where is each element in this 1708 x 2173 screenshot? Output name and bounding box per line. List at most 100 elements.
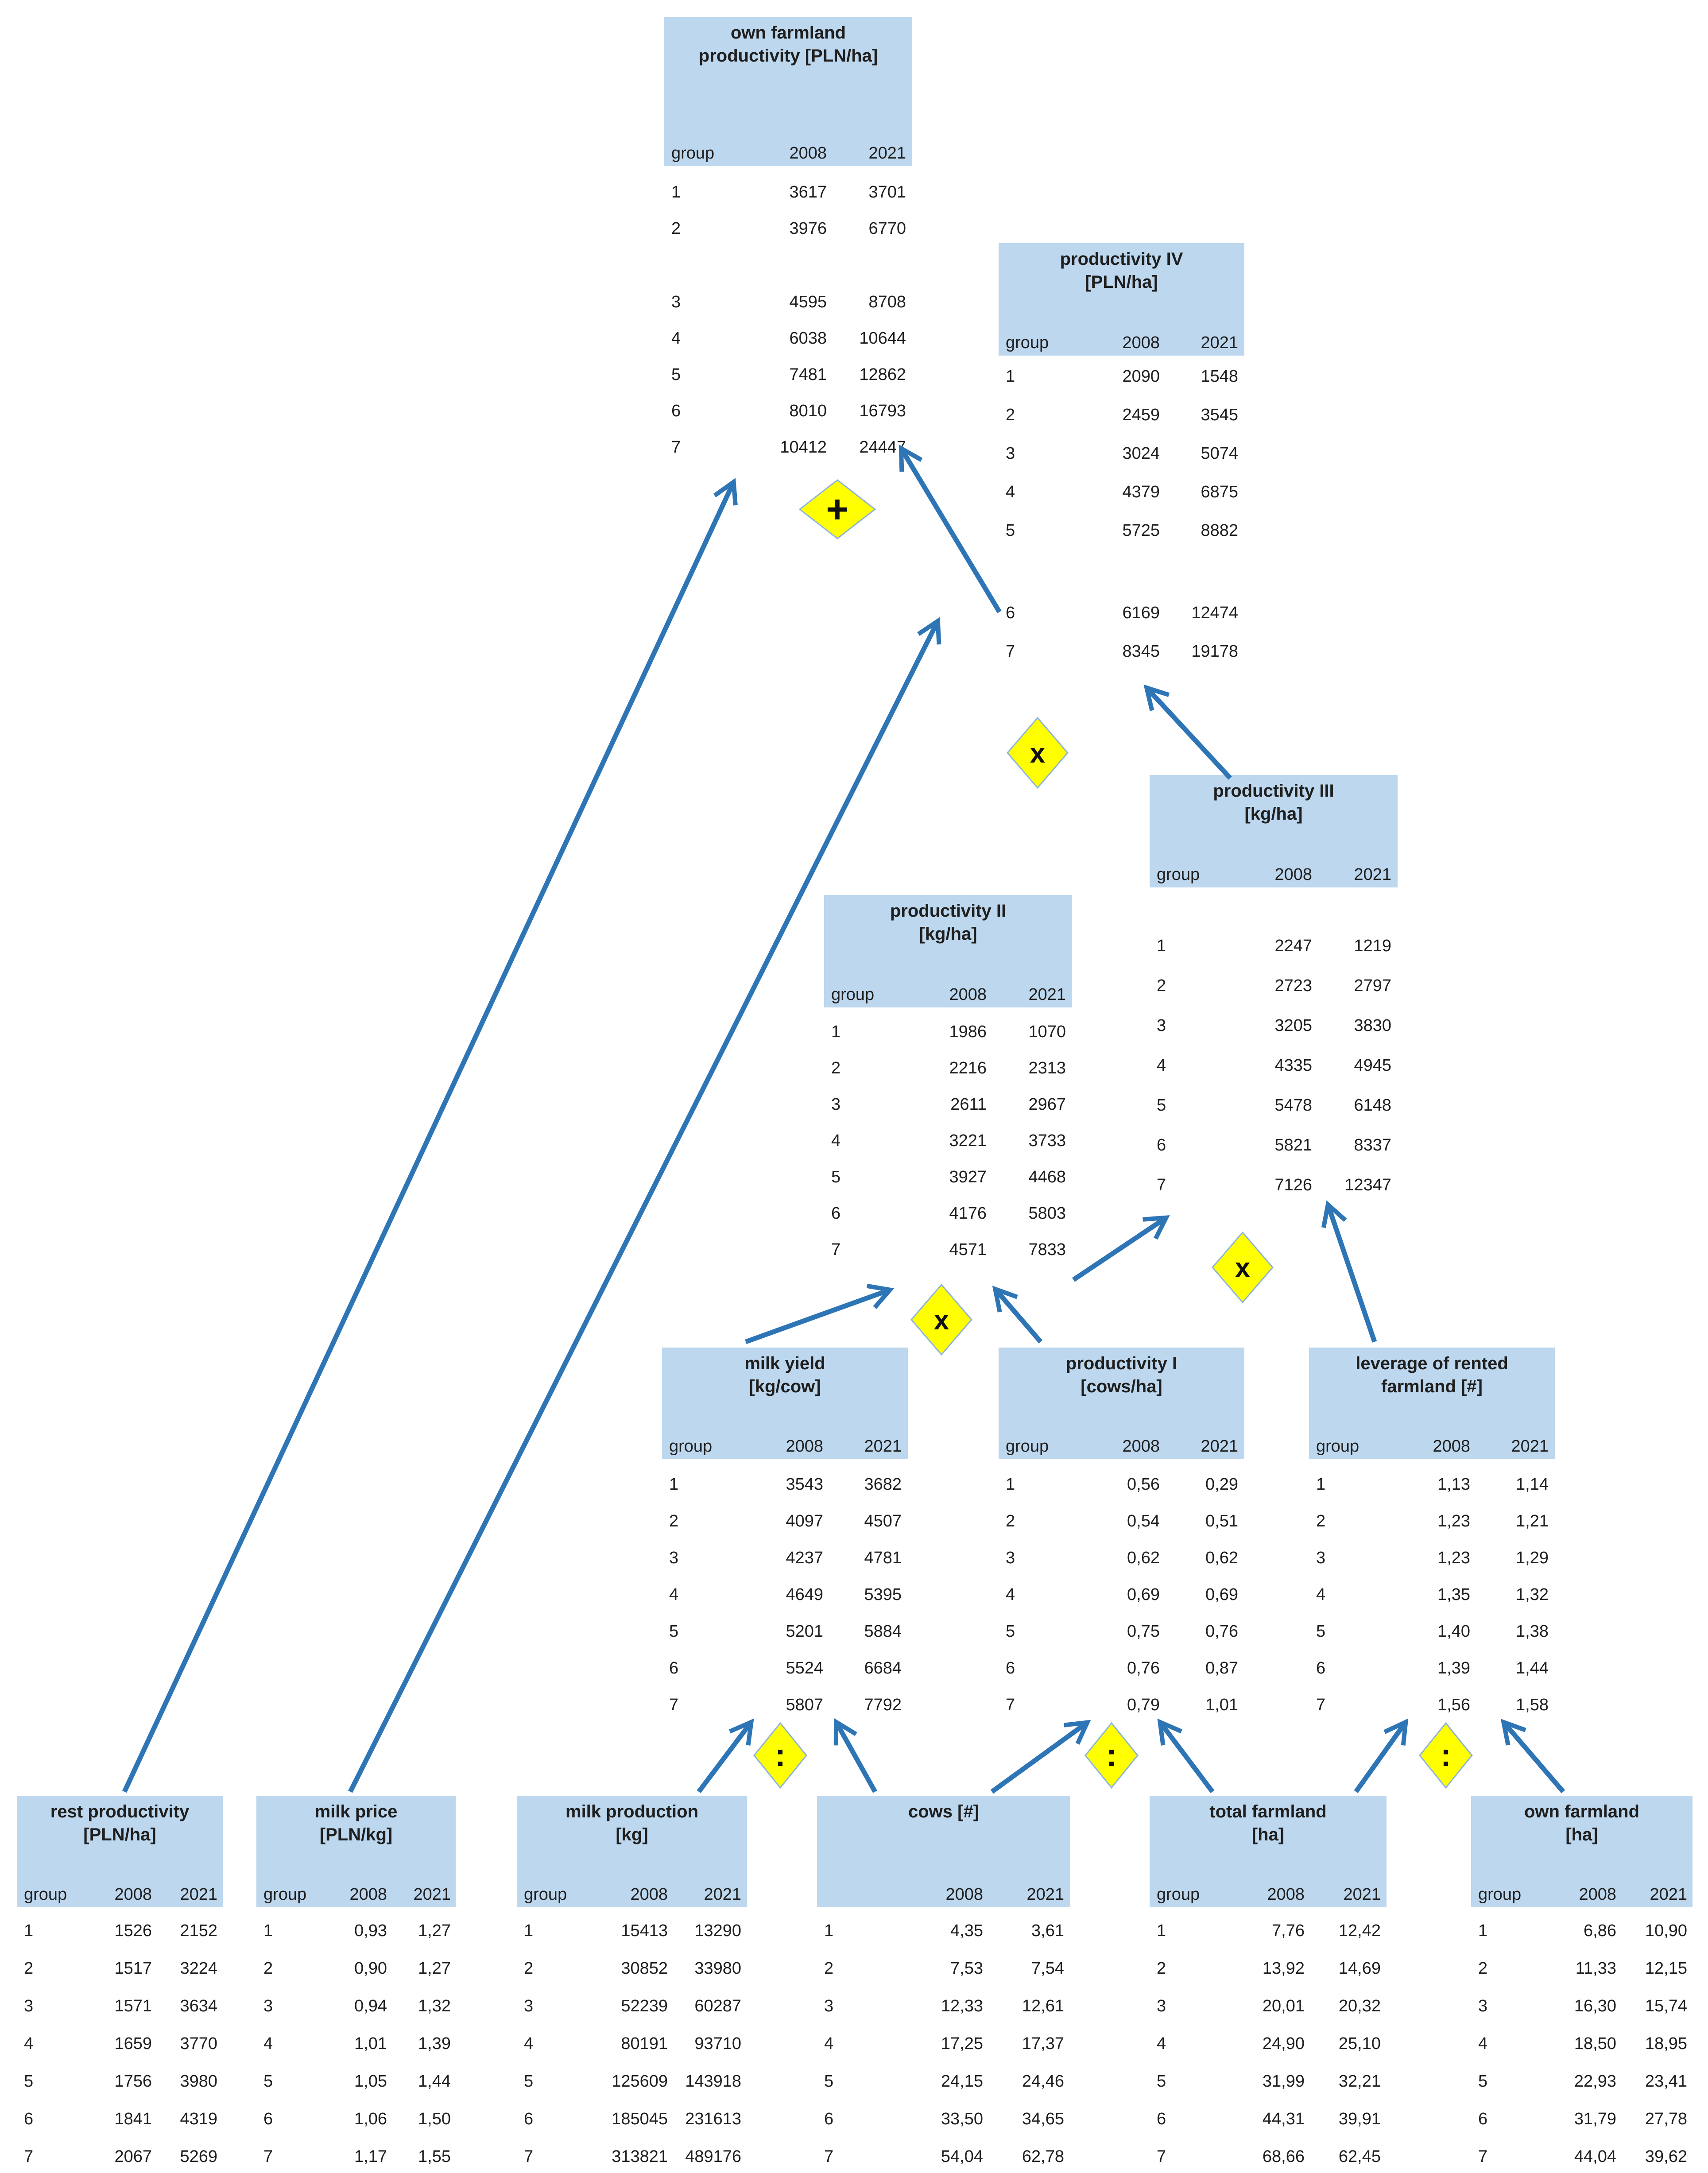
group-cell: 5 [263,2072,273,2091]
group-cell: 3 [1157,1016,1166,1035]
operator-divide-productivity-i-diamond [1084,1722,1139,1789]
group-cell: 6 [24,2110,34,2128]
group-cell: 1 [1157,937,1166,955]
group-cell: 4 [1478,2034,1488,2053]
value-2008: 31,79 [1574,2110,1616,2128]
group-cell: 2 [669,1512,679,1530]
value-2021: 2152 [180,1921,217,1940]
value-2021: 0,76 [1205,1622,1238,1641]
value-2021: 3545 [1201,406,1238,424]
table-title: milk yield [744,1354,825,1373]
group-cell: 1 [1316,1475,1326,1494]
group-cell: 6 [1006,604,1015,622]
value-2021: 3980 [180,2072,217,2091]
table-title: productivity II [890,901,1007,921]
value-2021: 1,21 [1516,1512,1549,1530]
arrow-milk_yield-to-productivity_ii [745,1283,895,1344]
group-cell: 7 [669,1696,679,1714]
group-cell: 6 [263,2110,273,2128]
value-2021: 3224 [180,1959,217,1978]
arrow-rest_productivity-to-own_farmland_productivity [122,478,738,1793]
column-2008: 2008 [1267,1885,1305,1904]
column-2008: 2008 [786,1437,823,1456]
group-cell: 2 [1316,1512,1326,1530]
group-cell: 7 [831,1240,841,1259]
value-2021: 2313 [1028,1059,1066,1077]
operator-times-productivity-iv-symbol: x [1030,738,1046,769]
value-2008: 0,62 [1127,1549,1160,1567]
value-2021: 25,10 [1338,2034,1381,2053]
column-group-label: group [1006,333,1049,352]
value-2021: 3701 [868,183,906,201]
value-2021: 39,62 [1645,2147,1687,2166]
value-2021: 8882 [1201,521,1238,540]
value-2021: 6770 [868,219,906,238]
group-cell: 7 [524,2147,534,2166]
table-heading: own farmland [ha] [1509,1800,1655,1846]
value-2008: 0,94 [354,1997,387,2015]
group-cell: 5 [1006,521,1015,540]
group-cell: 2 [1157,976,1166,995]
group-cell: 2 [524,1959,534,1978]
operator-divide-leverage-diamond [1419,1722,1473,1789]
column-2008: 2008 [1433,1437,1470,1456]
group-cell: 5 [1478,2072,1488,2091]
group-cell: 6 [1478,2110,1488,2128]
value-2008: 185045 [612,2110,668,2128]
value-2021: 24447 [859,438,906,457]
group-cell: 6 [824,2110,834,2128]
column-2008: 2008 [789,144,827,163]
value-2021: 17,37 [1022,2034,1064,2053]
value-2021: 1,29 [1516,1549,1549,1567]
value-2021: 4945 [1354,1056,1391,1075]
group-cell: 3 [1478,1997,1488,2015]
value-2021: 4468 [1028,1168,1066,1186]
arrow-own_farmland-to-leverage_rented_farmland [1500,1719,1565,1793]
table-heading: milk yield [kg/cow] [725,1352,845,1398]
value-2008: 3024 [1122,444,1160,463]
column-group-label: group [1157,865,1200,884]
column-2008: 2008 [1579,1885,1616,1904]
value-2021: 24,46 [1022,2072,1064,2091]
arrow-productivity_iii-to-productivity_iv [1143,684,1232,780]
column-2008: 2008 [949,985,987,1004]
group-cell: 7 [671,438,681,457]
value-2021: 0,29 [1205,1475,1238,1494]
value-2008: 1,39 [1437,1659,1470,1677]
value-2021: 1,27 [418,1959,451,1978]
group-cell: 3 [1316,1549,1326,1567]
group-cell: 2 [831,1059,841,1077]
value-2008: 1756 [114,2072,152,2091]
value-2008: 24,90 [1262,2034,1305,2053]
value-2008: 17,25 [941,2034,983,2053]
